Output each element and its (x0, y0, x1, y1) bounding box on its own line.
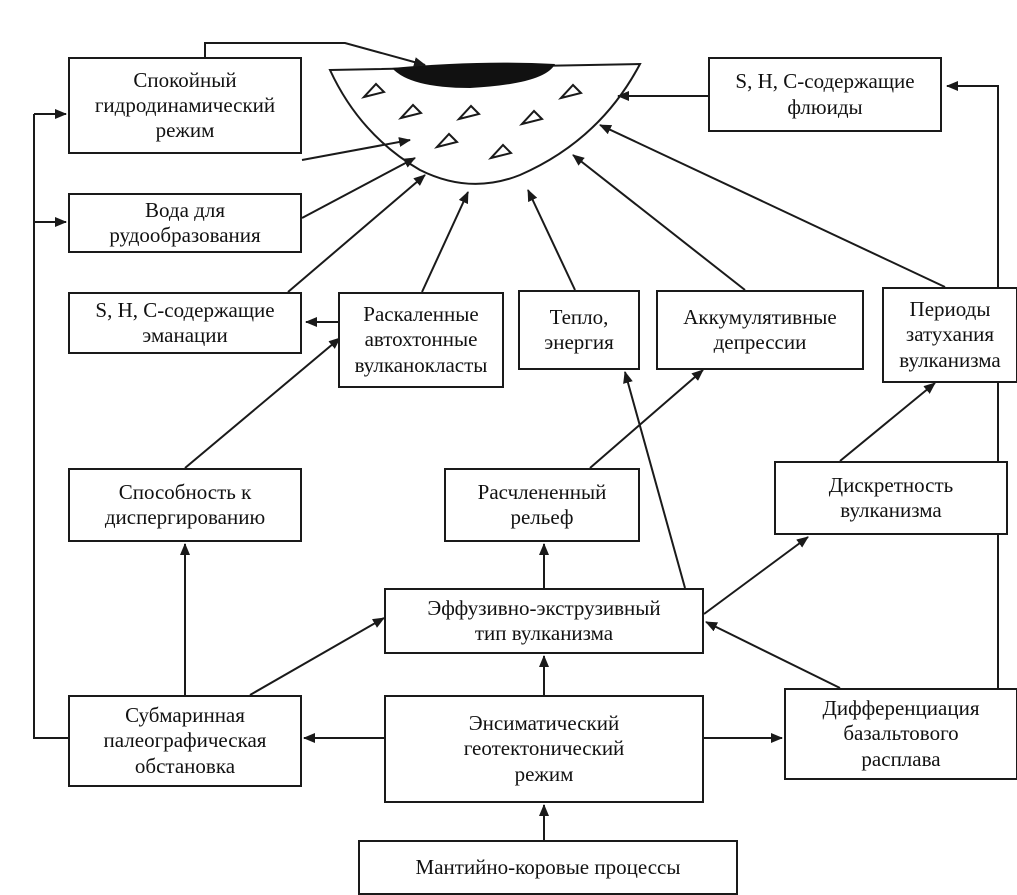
arrow-differentiation-to-effusive (705, 621, 841, 689)
ore-basin-icon (328, 62, 642, 185)
clast-triangles-icon (360, 82, 583, 160)
line-submarine-left-bus (33, 114, 68, 739)
arrow-submarine-to-effusive (249, 617, 385, 696)
arrow-water-to-basin (301, 157, 416, 219)
node-calm-hydrodynamic-regime: Спокойный гидродинамический режим (68, 57, 302, 154)
node-dispersion-ability: Способность к диспергированию (68, 468, 302, 542)
node-shc-fluids: S, H, C-содержащие флюиды (708, 57, 942, 132)
arrow-volcaniclastics-to-basin (421, 191, 469, 293)
node-shc-emanations: S, H, C-содержащие эманации (68, 292, 302, 354)
node-basalt-differentiation: Дифференциация базальтового расплава (784, 688, 1017, 780)
node-hot-volcaniclastics: Раскаленные автохтонные вулканокласты (338, 292, 504, 388)
node-submarine-setting: Субмаринная палеографическая обстановка (68, 695, 302, 787)
node-volcanism-discreteness: Дискретность вулканизма (774, 461, 1008, 535)
arrow-calm-regime-to-basin (204, 42, 426, 67)
arrow-heat-to-basin (527, 189, 576, 291)
line-differentiation-right-bus (946, 81, 999, 688)
node-accumulative-depressions: Аккумулятивные депрессии (656, 290, 864, 370)
node-ore-water: Вода для рудообразования (68, 193, 302, 253)
arrow-effusive-to-heat (623, 371, 686, 589)
arrow-dispersion-to-volcaniclastics (184, 337, 341, 469)
arrow-emanations-to-basin (287, 174, 426, 293)
arrow-effusive-to-discreteness (703, 536, 809, 615)
node-dissected-relief: Расчлененный рельеф (444, 468, 640, 542)
node-volcanism-decay-periods: Периоды затухания вулканизма (882, 287, 1017, 383)
node-ensimatic-regime: Энсиматический геотектонический режим (384, 695, 704, 803)
node-mantle-crust-processes: Мантийно-коровые процессы (358, 840, 738, 895)
arrow-relief-to-depressions (589, 369, 704, 469)
arrow-discreteness-to-decay-periods (839, 382, 936, 462)
arrow-depressions-to-basin (572, 154, 746, 291)
node-heat-energy: Тепло, энергия (518, 290, 640, 370)
arrow-calm-regime-out-to-basin (301, 137, 411, 161)
arrow-decay-periods-to-basin (599, 124, 946, 288)
node-effusive-extrusive-type: Эффузивно-экструзивный тип вулканизма (384, 588, 704, 654)
